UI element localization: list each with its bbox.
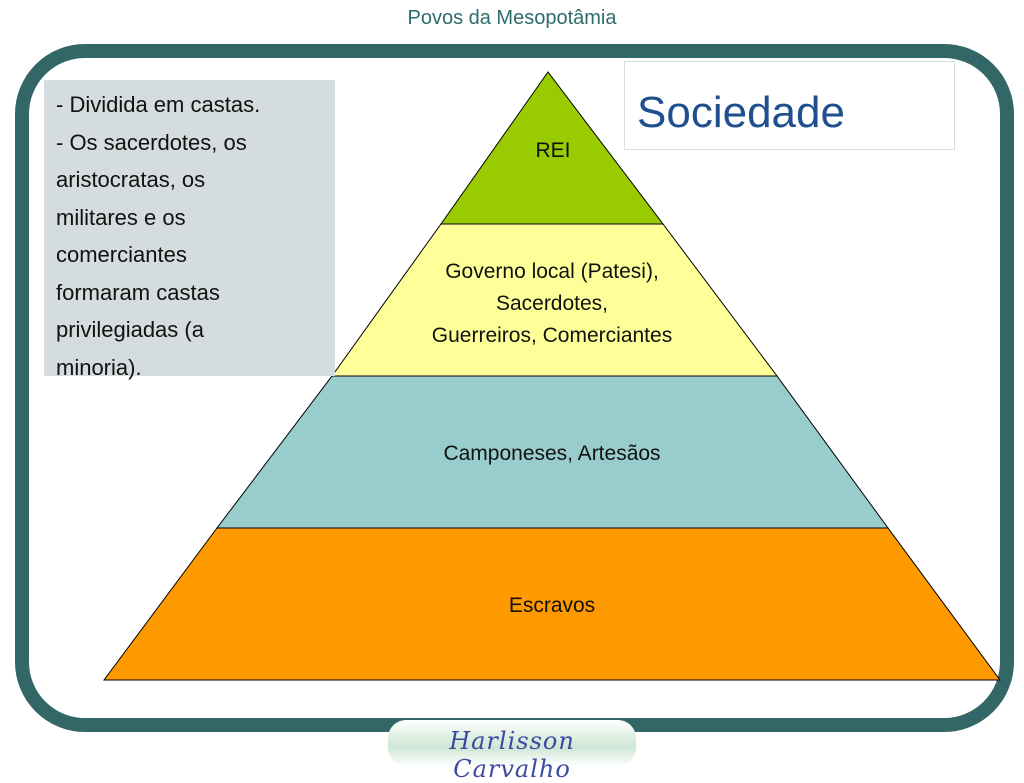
- slide-header: Povos da Mesopotâmia: [407, 7, 617, 29]
- pyramid-label-line: Governo local (Patesi),: [445, 260, 659, 283]
- note-line: - Os sacerdotes, os: [56, 129, 247, 155]
- note-line: - Dividida em castas.: [56, 92, 261, 117]
- note-line: minoria).: [56, 354, 142, 380]
- note-line: comerciantes: [56, 242, 187, 267]
- pyramid-label-line: REI: [535, 139, 571, 162]
- pyramid-label-escravos: Escravos: [382, 593, 722, 619]
- pyramid-level-escravos: [103, 527, 1001, 681]
- pyramid-label-camponeses: Camponeses, Artesãos: [382, 441, 722, 467]
- pyramid-label-line: Camponeses, Artesãos: [443, 442, 661, 465]
- pyramid-label-rei: REI: [448, 139, 658, 163]
- pyramid-label-line: Guerreiros, Comerciantes: [431, 324, 673, 347]
- notes-box: - Dividida em castas. - Os sacerdotes, o…: [44, 80, 335, 380]
- title-box: Sociedade: [624, 61, 955, 150]
- note-line: formaram castas: [56, 279, 220, 305]
- note-line: privilegiadas (a: [56, 317, 204, 342]
- pyramid-label-line: Sacerdotes,: [495, 292, 609, 315]
- pyramid-label-line: Escravos: [508, 594, 596, 617]
- slide-title: Sociedade: [637, 88, 845, 137]
- note-line: militares e os: [56, 204, 186, 230]
- pyramid-label-governo: Governo local (Patesi), Sacerdotes, Guer…: [382, 256, 722, 352]
- note-line: aristocratas, os: [56, 167, 206, 192]
- author-signature-banner: Harlisson Carvalho: [388, 720, 636, 783]
- author-signature: Harlisson Carvalho: [449, 727, 575, 783]
